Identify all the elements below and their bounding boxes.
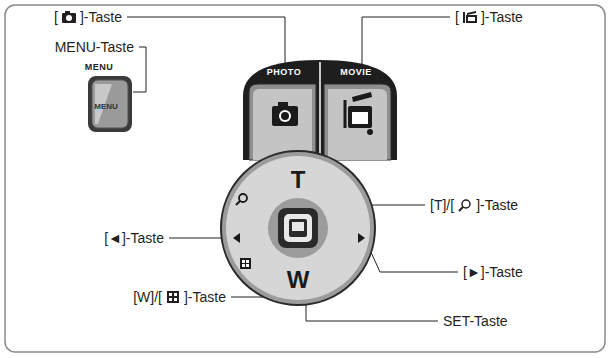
button-print: W xyxy=(287,266,310,294)
button-label: ]-Taste xyxy=(184,289,226,305)
button-label: [ xyxy=(54,9,58,25)
button-print: MENU xyxy=(94,102,118,111)
button-print: MOVIE xyxy=(340,67,372,77)
button-label: [T]/[ xyxy=(430,197,454,213)
callout-label: MENU-Taste xyxy=(55,37,134,57)
photo-movie-buttons xyxy=(243,60,397,160)
button-label: [◄]-Taste xyxy=(104,230,164,246)
button-label: MENU-Taste xyxy=(55,39,134,55)
callout-label: [W]/[ ]-Taste xyxy=(133,287,226,307)
mag-icon xyxy=(457,198,473,212)
button-label: [ xyxy=(455,9,459,25)
callout-label: SET-Taste xyxy=(443,311,508,331)
button-label: ]-Taste xyxy=(476,197,518,213)
button-label: ]-Taste xyxy=(481,9,523,25)
callout-label: [T]/[ ]-Taste xyxy=(430,195,518,215)
button-label: [►]-Taste xyxy=(463,264,523,280)
grid-icon xyxy=(165,290,181,304)
button-print: PHOTO xyxy=(267,67,301,77)
button-label: [W]/[ xyxy=(133,289,162,305)
callout-label: [◄]-Taste xyxy=(104,228,164,248)
cam-icon xyxy=(61,10,77,24)
button-label: ]-Taste xyxy=(80,9,122,25)
leader-lines xyxy=(127,17,458,321)
callout-label: [ ]-Taste xyxy=(455,7,523,27)
button-print: MENU xyxy=(85,62,114,72)
callout-label: [ ]-Taste xyxy=(54,7,122,27)
mov-icon xyxy=(462,10,478,24)
frame xyxy=(5,5,605,352)
callout-label: [►]-Taste xyxy=(463,262,523,282)
menu-key xyxy=(88,76,132,132)
dial-pad xyxy=(221,151,375,305)
button-label: SET-Taste xyxy=(443,313,508,329)
button-print: T xyxy=(291,166,306,194)
